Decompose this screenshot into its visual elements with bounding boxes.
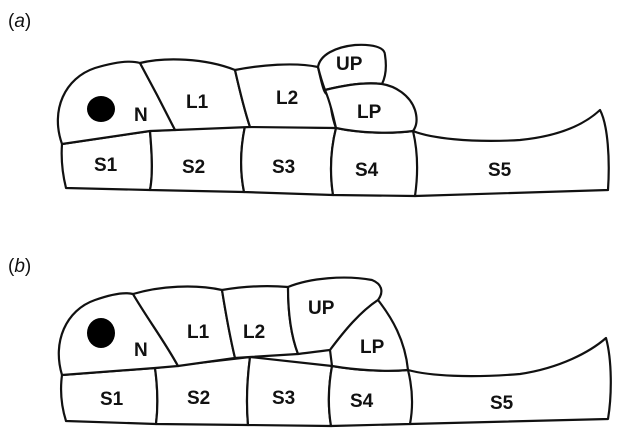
panel-b-label-s1: S1 (100, 389, 124, 410)
panel-b-label-l1: L1 (187, 322, 210, 343)
panel-a-label-s5: S5 (488, 160, 512, 181)
panel-a-label-up: UP (336, 54, 363, 75)
panel-b-cell-s5 (406, 336, 612, 426)
panel-a-nucleus (87, 96, 115, 122)
panel-a-label-s4: S4 (355, 160, 379, 181)
panel-b-label-s4: S4 (350, 391, 374, 412)
panel-a-label-s3: S3 (272, 157, 295, 178)
panel-b-label-lp: LP (360, 337, 385, 358)
panel-b-label-s5: S5 (490, 393, 514, 414)
panel-a-label-n: N (134, 105, 148, 126)
panel-a-label-l1: L1 (186, 92, 209, 113)
panel-b-cell-lp (328, 298, 410, 372)
panel-a-label: (a) (8, 11, 31, 32)
panel-a-cell-lp (323, 82, 418, 134)
panel-b-nucleus (87, 318, 115, 348)
panel-a-label-l2: L2 (276, 88, 298, 109)
panel-b-label: (b) (8, 256, 31, 277)
panel-a-cell-up (316, 43, 387, 92)
panel-b-label-s3: S3 (272, 388, 295, 409)
panel-a-label-s2: S2 (182, 157, 205, 178)
panel-b-label-n: N (134, 340, 148, 361)
panel-b-label-l2: L2 (243, 322, 265, 343)
panel-a-cell-s5 (411, 108, 610, 198)
panel-b-label-s2: S2 (187, 388, 210, 409)
panel-b-label-up: UP (308, 298, 335, 319)
panel-a: (a) N L1 L2 UP LP S1 S2 S3 S4 S5 (8, 11, 610, 198)
panel-b: (b) N L1 L2 UP LP S1 S2 S3 S4 S5 (8, 256, 612, 428)
panel-a-label-s1: S1 (94, 155, 118, 176)
panel-a-label-lp: LP (357, 102, 382, 123)
